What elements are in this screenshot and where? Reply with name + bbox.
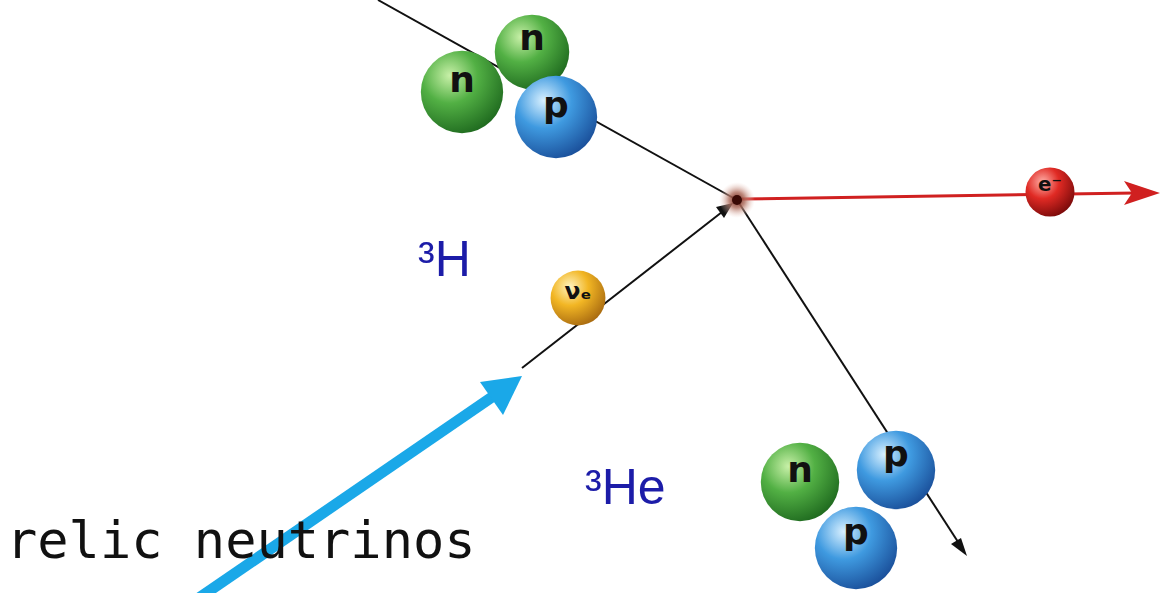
particle-symbol: e⁻ <box>1025 175 1075 195</box>
helium-arrowhead <box>951 538 967 556</box>
particle-symbol: n <box>760 452 840 488</box>
particle-symbol: p <box>514 87 598 123</box>
interaction-point <box>732 195 742 205</box>
particle-symbol: p <box>814 514 898 550</box>
particle-sphere: n <box>760 442 840 522</box>
particle-sphere: p <box>814 506 898 590</box>
particle-symbol: νₑ <box>550 280 606 303</box>
particle-sphere: νₑ <box>550 270 606 326</box>
nucleus-label: ³H <box>418 232 471 287</box>
relic-arrowhead <box>480 376 522 415</box>
nucleus-label: ³He <box>585 460 666 515</box>
tritium-track <box>378 0 737 200</box>
neutrino-track <box>522 212 722 368</box>
helium-track <box>737 200 960 545</box>
particle-sphere: e⁻ <box>1025 167 1075 217</box>
particle-sphere: p <box>856 430 936 510</box>
electron-arrowhead <box>1124 181 1160 205</box>
particle-symbol: p <box>856 436 936 472</box>
electron-track <box>742 193 1135 199</box>
particle-sphere: n <box>420 50 504 134</box>
interaction-vertex <box>719 182 755 218</box>
caption-label: relic neutrinos <box>6 512 476 569</box>
particle-symbol: n <box>494 20 570 56</box>
particle-symbol: n <box>420 62 504 98</box>
particle-sphere: p <box>514 75 598 159</box>
